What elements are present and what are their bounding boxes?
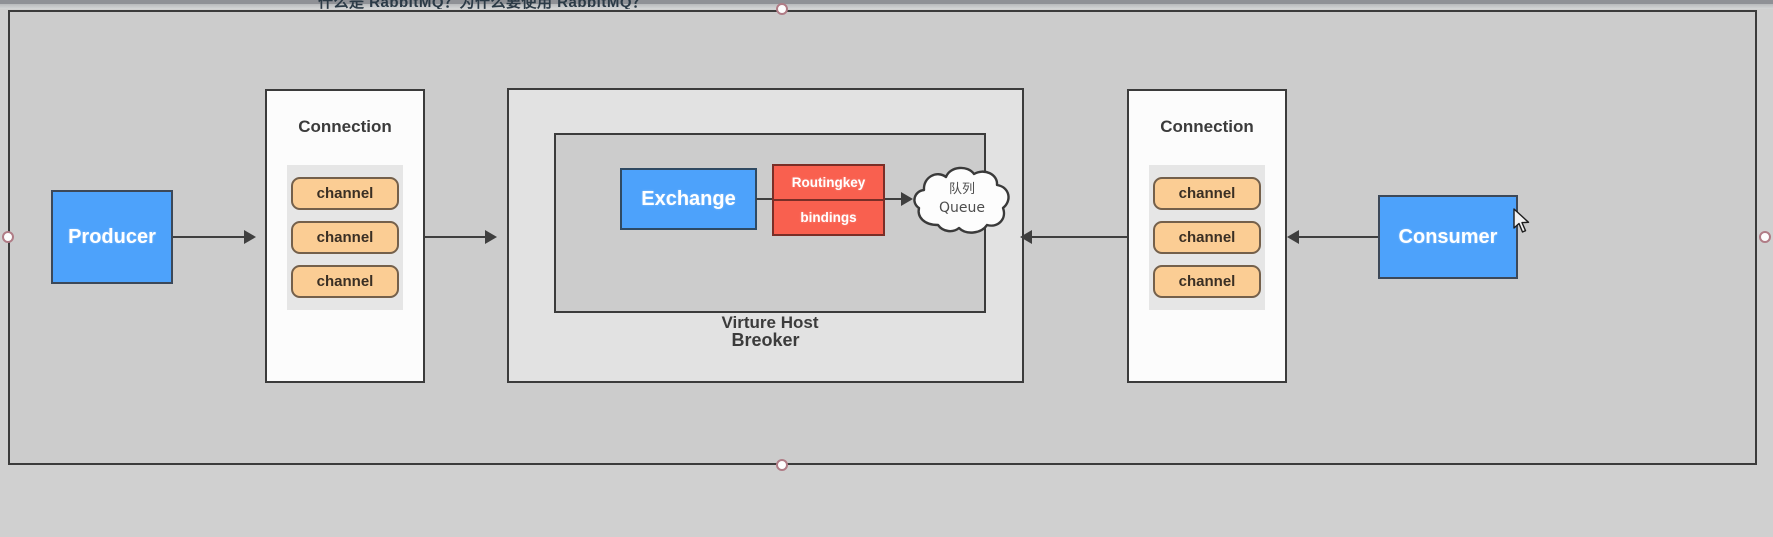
connection-left-title: Connection [298, 117, 392, 136]
virtual-host-label: Virture Host [721, 313, 819, 332]
broker-label: Breoker [731, 330, 800, 350]
cloud-icon [913, 166, 1010, 234]
connection-panel-producer-side[interactable]: Connection channel channel channel [265, 89, 425, 383]
window-title-text: 什么是 RabbitMQ？为什么要使用 RabbitMQ？ [318, 0, 648, 9]
channel-pill[interactable]: channel [291, 221, 399, 254]
queue-cloud-text: 队列 Queue [908, 181, 1016, 217]
connector-producer-to-connection [173, 236, 245, 238]
producer-node[interactable]: Producer [51, 190, 173, 284]
mouse-cursor-icon [1513, 208, 1530, 233]
connector-binding-to-queue [885, 198, 907, 200]
arrowhead-connection-to-broker [485, 230, 497, 244]
arrowhead-producer-to-connection [244, 230, 256, 244]
arrowhead-to-broker-right [1020, 230, 1032, 244]
exchange-label: Exchange [641, 187, 736, 210]
channel-pill[interactable]: channel [1153, 221, 1261, 254]
connector-connection-to-broker [425, 236, 487, 238]
queue-label-en: Queue [939, 199, 985, 216]
channel-pill[interactable]: channel [291, 177, 399, 210]
connector-consumer-to-connection [1299, 236, 1378, 238]
arrowhead-binding-to-queue [901, 192, 913, 206]
selection-handle-top[interactable] [776, 3, 788, 15]
broker-container[interactable]: Exchange Routingkey bindings [507, 88, 1024, 383]
connector-connection-to-broker-right [1032, 236, 1127, 238]
consumer-label: Consumer [1398, 225, 1498, 248]
selection-handle-bottom[interactable] [776, 459, 788, 471]
exchange-node[interactable]: Exchange [620, 168, 757, 230]
channel-pill[interactable]: channel [1153, 177, 1261, 210]
channel-pill[interactable]: channel [291, 265, 399, 298]
queue-label-cn: 队列 [948, 182, 975, 197]
binding-node[interactable]: Routingkey bindings [772, 164, 885, 236]
connection-right-channel-stack: channel channel channel [1149, 165, 1265, 310]
virtual-host-container[interactable]: Exchange Routingkey bindings [554, 133, 1010, 332]
connection-panel-consumer-side[interactable]: Connection channel channel channel [1127, 89, 1287, 383]
producer-label: Producer [68, 225, 156, 248]
queue-node[interactable]: 队列 Queue [908, 161, 1016, 241]
bindings-label: bindings [800, 210, 857, 225]
window-title-strip: 什么是 RabbitMQ？为什么要使用 RabbitMQ？ [0, 0, 1773, 9]
selection-handle-left[interactable] [2, 231, 14, 243]
connector-exchange-to-binding [756, 198, 774, 200]
connection-right-title: Connection [1160, 117, 1254, 136]
selection-handle-right[interactable] [1759, 231, 1771, 243]
connection-left-channel-stack: channel channel channel [287, 165, 403, 310]
arrowhead-consumer-to-connection [1287, 230, 1299, 244]
channel-pill[interactable]: channel [1153, 265, 1261, 298]
diagram-shape-container[interactable]: Producer Connection channel channel chan… [8, 10, 1757, 465]
routingkey-label: Routingkey [774, 166, 883, 201]
consumer-node[interactable]: Consumer [1378, 195, 1518, 279]
